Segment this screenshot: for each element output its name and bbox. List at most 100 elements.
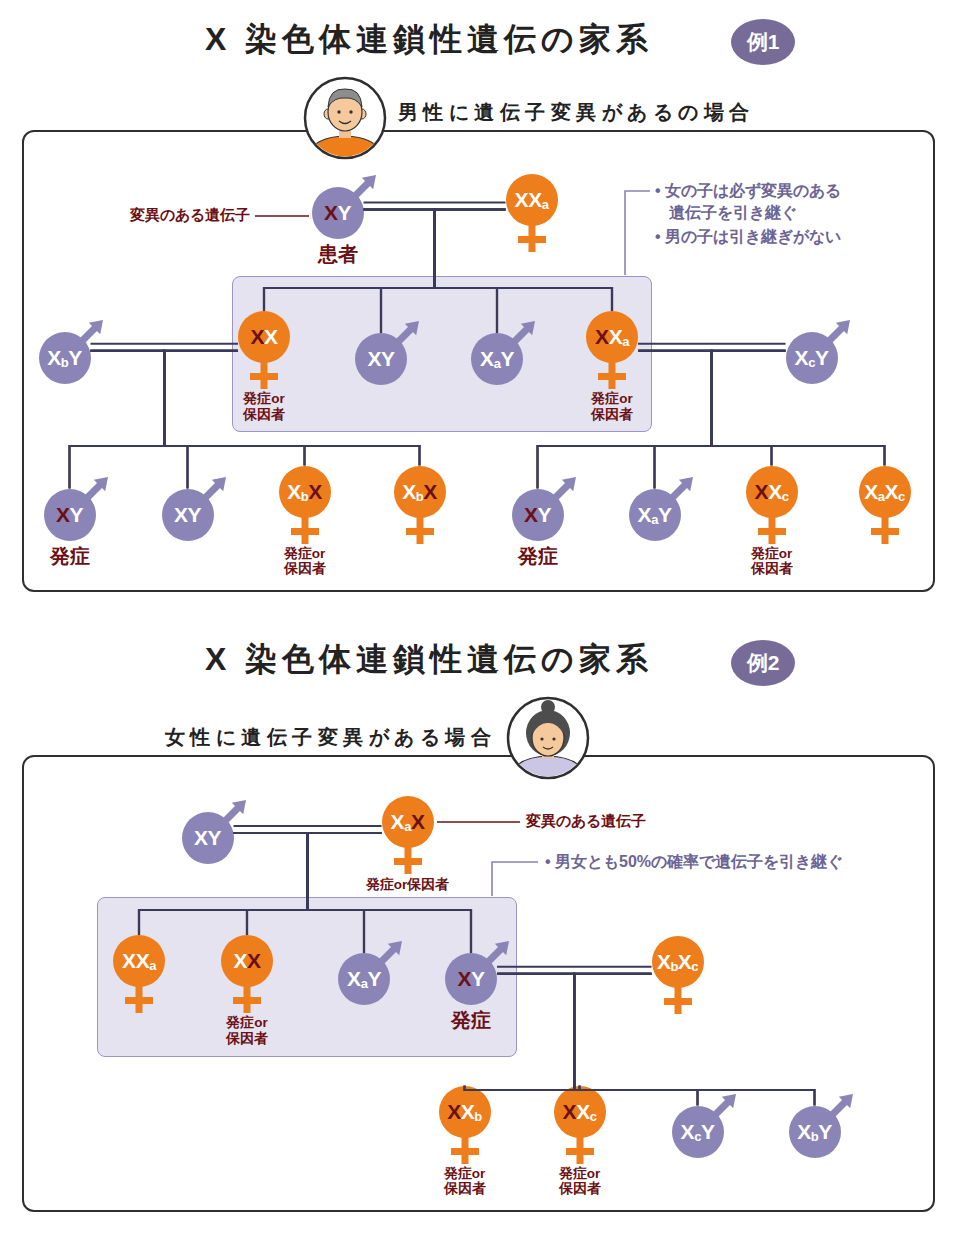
male-arrow-head	[388, 941, 402, 955]
genotype-text: XX	[238, 311, 290, 363]
pedigree-line-stroke	[308, 833, 472, 953]
pedigree-line-stroke	[234, 825, 382, 827]
pedigree-line	[712, 351, 786, 466]
pedigree-line-stroke	[538, 351, 712, 489]
pedigree-line	[70, 351, 165, 489]
genotype-text: XXa	[506, 174, 558, 226]
female-cross-bar	[451, 1148, 479, 1155]
genotype-char: Y	[500, 347, 514, 370]
pedigree-line	[364, 203, 506, 210]
person-circle	[746, 466, 798, 518]
pedigree-line	[497, 974, 698, 1106]
genotype-char: c	[898, 489, 905, 504]
female-cross-bar	[233, 997, 261, 1004]
genotype-char: X	[56, 503, 70, 526]
pedigree-line	[538, 351, 786, 489]
genotype-char: Y	[367, 967, 381, 990]
genotype-text: XY	[44, 489, 96, 541]
male-person: XY	[162, 489, 214, 541]
family-panel: 女性に遺伝子変異がある場合XYXaX発症or保因者XXaXX発症or 保因者Xa…	[22, 755, 935, 1212]
pedigree-line	[91, 351, 188, 489]
pedigree-line	[247, 833, 382, 935]
pedigree-line-stroke	[574, 974, 814, 1106]
genotype-text: XY	[182, 812, 234, 864]
person-circle	[672, 1106, 724, 1158]
pedigree-line	[164, 351, 304, 466]
status-label: 発症or 保因者	[572, 391, 652, 422]
pedigree-line-stroke	[497, 973, 652, 975]
genotype-char: X	[233, 949, 247, 972]
note-bracket	[492, 862, 538, 896]
pedigree-line-stroke	[364, 201, 506, 203]
genotype-text: XY	[162, 489, 214, 541]
pedigree-line-stroke	[139, 833, 382, 935]
male-person: XaY	[338, 953, 390, 1005]
diagram-title: X 染色体連鎖性遺伝の家系	[205, 18, 653, 62]
female-cross-bar	[406, 528, 434, 535]
male-arrow-head	[93, 477, 107, 491]
genotype-char: a	[622, 334, 629, 349]
person-circle	[162, 489, 214, 541]
man-avatar	[303, 78, 387, 168]
pedigree-line	[538, 351, 712, 489]
female-person: XXa	[506, 174, 558, 226]
pedigree-line-stroke	[70, 351, 239, 489]
male-person: XcY	[786, 332, 838, 384]
pedigree-line-stroke	[164, 351, 419, 466]
pedigree-line	[465, 974, 575, 1090]
person-circle	[859, 466, 911, 518]
pedigree-line-stroke	[435, 210, 506, 334]
family-panel: 男性に遺伝子変異があるの場合XY患者XXaXbYXX発症or 保因者XYXaYX…	[22, 130, 935, 592]
genotype-char: b	[416, 489, 423, 504]
genotype-char: X	[638, 503, 652, 526]
genotype-char: X	[136, 949, 150, 972]
male-arrow-head	[838, 1094, 852, 1108]
pedigree-line-stroke	[234, 833, 308, 935]
pedigree-line-stroke	[234, 833, 365, 953]
genotype-char: b	[670, 959, 677, 974]
female-person: XXa	[113, 935, 165, 987]
pedigree-line-stroke	[91, 351, 305, 466]
genotype-text: XbY	[39, 332, 91, 384]
pedigree-line	[638, 351, 772, 466]
pedigree-line-stroke	[638, 351, 885, 466]
genotype-char: X	[411, 810, 425, 833]
genotype-char: X	[457, 967, 471, 990]
pedigree-line-stroke	[247, 833, 382, 935]
pedigree-line-stroke	[264, 210, 506, 312]
genotype-text: XaXc	[859, 466, 911, 518]
person-circle	[382, 796, 434, 848]
genotype-text: XbX	[279, 466, 331, 518]
male-person: XY発症	[445, 953, 497, 1005]
male-person: XaY	[629, 489, 681, 541]
pedigree-line	[91, 344, 239, 351]
genotype-char: Y	[188, 503, 202, 526]
status-label: 発症	[488, 543, 588, 570]
pedigree-line	[364, 210, 613, 312]
person-circle	[182, 812, 234, 864]
male-arrow-head	[231, 800, 245, 814]
female-person: XbX発症or 保因者	[279, 466, 331, 518]
genotype-char: b	[61, 355, 68, 370]
pedigree-line-stroke	[655, 351, 786, 489]
genotype-char: X	[515, 188, 529, 211]
pedigree-line-stroke	[574, 974, 651, 1090]
person-circle	[445, 953, 497, 1005]
female-cross-bar	[394, 858, 422, 865]
status-label: 発症or 保因者	[425, 1166, 505, 1197]
example-badge-text: 例1	[731, 19, 795, 65]
genotype-text: XXc	[554, 1086, 606, 1138]
male-person: XY発症	[44, 489, 96, 541]
female-cross-bar	[518, 236, 546, 243]
pedigree-line	[574, 974, 697, 1106]
pedigree-line-stroke	[638, 343, 786, 345]
male-arrow-head	[361, 175, 375, 189]
male-arrow-head	[561, 477, 575, 491]
sibling-group: XXaXX発症or 保因者XaYXY発症	[97, 897, 517, 1057]
genotype-char: X	[264, 325, 278, 348]
leader-line	[437, 821, 520, 823]
genotype-text: XaX	[382, 796, 434, 848]
person-circle	[221, 935, 273, 987]
pedigree-line-stroke	[497, 974, 580, 1090]
genotype-char: X	[885, 480, 899, 503]
